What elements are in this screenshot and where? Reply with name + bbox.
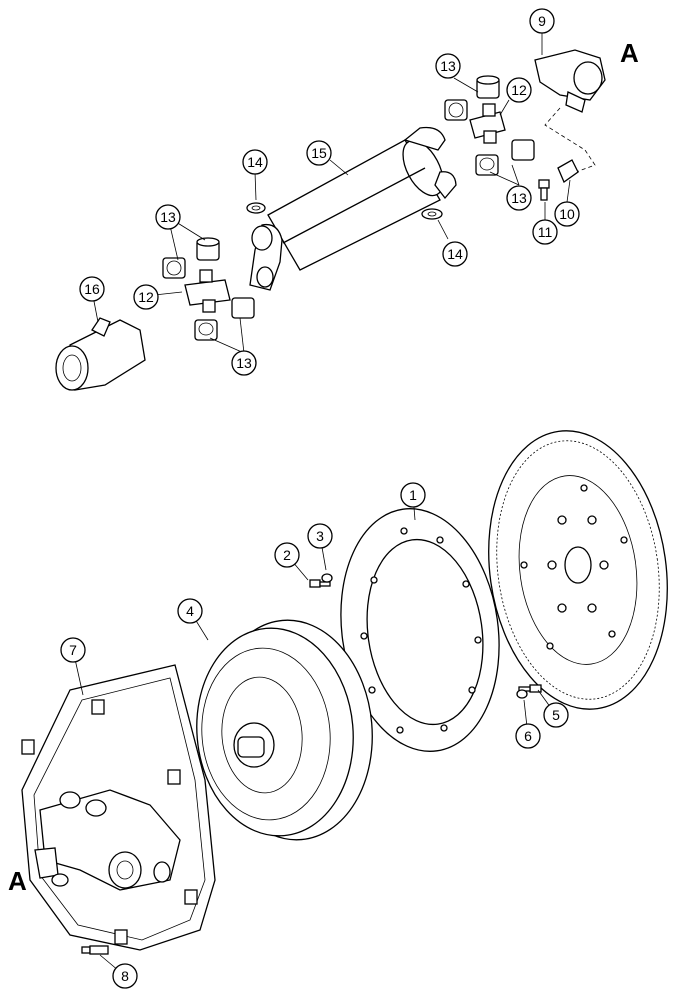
svg-text:11: 11 xyxy=(538,224,553,240)
bearing-cap-lower-b xyxy=(162,257,186,279)
callout-14-lower: 14 xyxy=(442,241,468,267)
svg-text:15: 15 xyxy=(311,145,327,161)
callout-14-upper: 14 xyxy=(242,149,268,175)
callout-13-lower-left: 13 xyxy=(155,204,181,230)
washer-flex-plate-front xyxy=(321,573,333,583)
bearing-cap-lower-a xyxy=(196,237,220,261)
callout-7: 7 xyxy=(60,637,86,663)
strap xyxy=(557,159,579,183)
bolt-housing xyxy=(81,945,109,955)
bearing-cap-upper-d xyxy=(475,154,499,176)
svg-text:4: 4 xyxy=(186,603,194,619)
washer-flywheel-rear xyxy=(516,689,528,699)
callout-12-upper: 12 xyxy=(506,77,532,103)
slip-yoke xyxy=(55,317,146,391)
bearing-cap-upper-c xyxy=(511,139,535,161)
callout-12-lower: 12 xyxy=(133,284,159,310)
driveshaft-tube xyxy=(249,126,457,291)
svg-text:12: 12 xyxy=(138,289,154,305)
svg-text:6: 6 xyxy=(524,728,532,744)
callout-2: 2 xyxy=(274,542,300,568)
svg-text:13: 13 xyxy=(511,190,527,206)
svg-text:7: 7 xyxy=(69,642,77,658)
svg-text:5: 5 xyxy=(552,707,560,723)
svg-text:10: 10 xyxy=(559,206,575,222)
svg-text:12: 12 xyxy=(511,82,527,98)
callout-9: 9 xyxy=(529,8,555,34)
svg-text:16: 16 xyxy=(84,281,100,297)
svg-text:2: 2 xyxy=(283,547,291,563)
bearing-cap-upper-a xyxy=(476,75,500,99)
svg-text:13: 13 xyxy=(160,209,176,225)
svg-text:9: 9 xyxy=(538,13,546,29)
callout-8: 8 xyxy=(112,963,138,989)
callout-13-lower-right: 13 xyxy=(231,350,257,376)
bearing-cap-lower-c xyxy=(231,297,255,319)
svg-text:13: 13 xyxy=(236,355,252,371)
svg-text:3: 3 xyxy=(316,528,324,544)
svg-text:14: 14 xyxy=(247,154,263,170)
view-marker-a-top: A xyxy=(620,38,639,68)
bolt-strap xyxy=(538,179,550,201)
retaining-ring-lower xyxy=(421,208,443,220)
bearing-cap-upper-b xyxy=(444,99,468,121)
callout-5: 5 xyxy=(543,702,569,728)
callout-13-upper-left: 13 xyxy=(435,53,461,79)
svg-text:13: 13 xyxy=(440,58,456,74)
end-yoke xyxy=(534,49,606,113)
callout-13-upper-right: 13 xyxy=(506,185,532,211)
callout-11: 11 xyxy=(532,219,558,245)
callout-15: 15 xyxy=(306,140,332,166)
strap-phantom xyxy=(544,107,596,179)
bearing-cap-lower-d xyxy=(194,319,218,341)
view-marker-a-bottom: A xyxy=(8,866,27,896)
svg-text:1: 1 xyxy=(409,487,417,503)
callout-6: 6 xyxy=(515,723,541,749)
flex-plate xyxy=(340,508,500,752)
callout-16: 16 xyxy=(79,276,105,302)
retaining-ring-upper xyxy=(246,202,266,214)
svg-text:14: 14 xyxy=(447,246,463,262)
svg-text:8: 8 xyxy=(121,968,129,984)
cross-spider-upper xyxy=(469,103,506,144)
flywheel xyxy=(488,430,668,710)
callout-3: 3 xyxy=(307,523,333,549)
cross-spider-lower xyxy=(184,269,231,313)
callout-4: 4 xyxy=(177,598,203,624)
callout-10: 10 xyxy=(554,201,580,227)
torque-converter xyxy=(196,619,373,841)
pump-drive-block xyxy=(34,789,181,891)
leader-lines xyxy=(72,33,571,977)
callout-1: 1 xyxy=(400,482,426,508)
